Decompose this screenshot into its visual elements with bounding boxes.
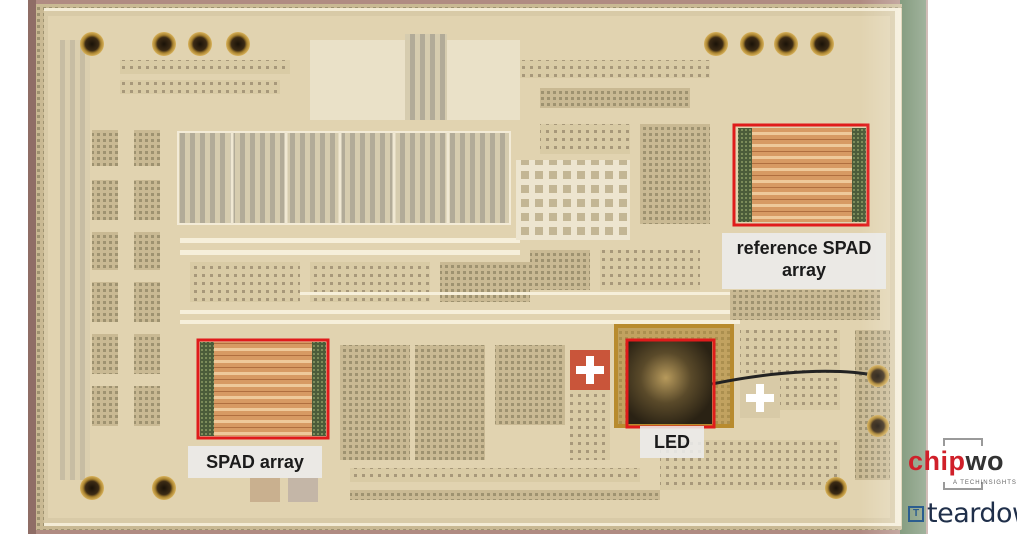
spad-array-highlight: [196, 338, 330, 440]
chipworks-wordmark: chipwo: [908, 446, 1005, 476]
spad-array-label: SPAD array: [188, 446, 322, 478]
teardown-mark-icon: T: [908, 506, 924, 522]
teardown-logo: T teardow: [906, 496, 1017, 532]
logo-bracket-top: [943, 438, 983, 446]
teardown-wordmark: teardow: [927, 498, 1017, 529]
chipworks-logo: chipwo A TECHINSIGHTS: [906, 438, 1017, 492]
chipworks-tagline: A TECHINSIGHTS: [953, 480, 1017, 486]
led-label: LED: [640, 426, 704, 458]
logo-bracket-bottom: [943, 482, 983, 490]
reference-spad-array-label: reference SPAD array: [722, 233, 886, 289]
